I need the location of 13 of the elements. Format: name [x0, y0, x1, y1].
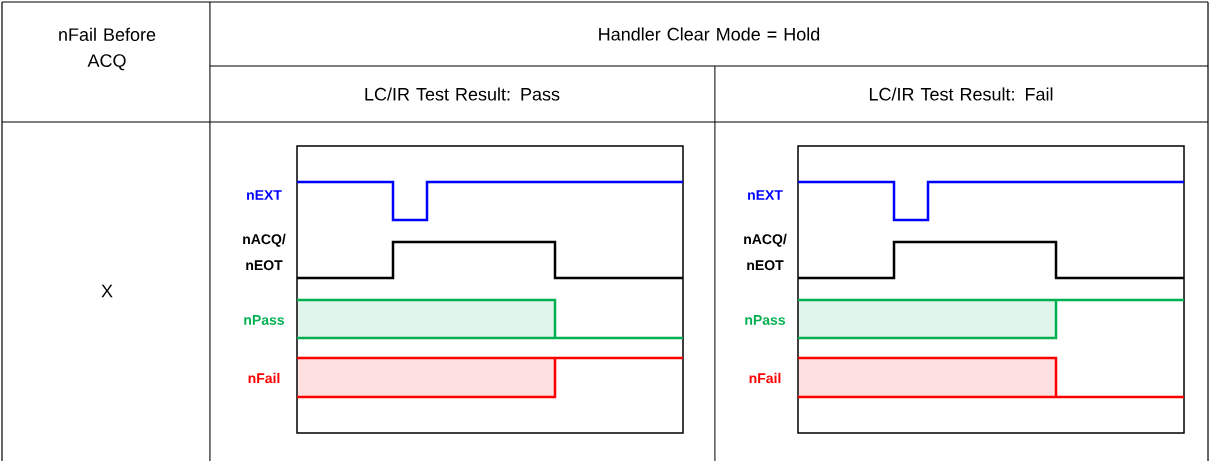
signal-label: nEXT: [748, 190, 783, 200]
header-text: Handler Clear Mode = Hold: [599, 27, 820, 41]
signal-label: nFail: [248, 372, 280, 384]
header-text: LC/IR Test Result: Pass: [365, 87, 560, 101]
signal-label: nEXT: [247, 190, 282, 200]
signal-label: nPass: [244, 315, 285, 325]
signal-label: nACQ/ nEOT: [744, 233, 787, 271]
header-text: LC/IR Test Result: Fail: [869, 87, 1053, 101]
signal-label: nPass: [745, 315, 786, 325]
signal-label: nFail: [749, 372, 781, 384]
cell-text: X: [101, 284, 113, 298]
header-text: nFail Before ACQ: [59, 27, 156, 71]
signal-label: nACQ/ nEOT: [243, 233, 286, 271]
